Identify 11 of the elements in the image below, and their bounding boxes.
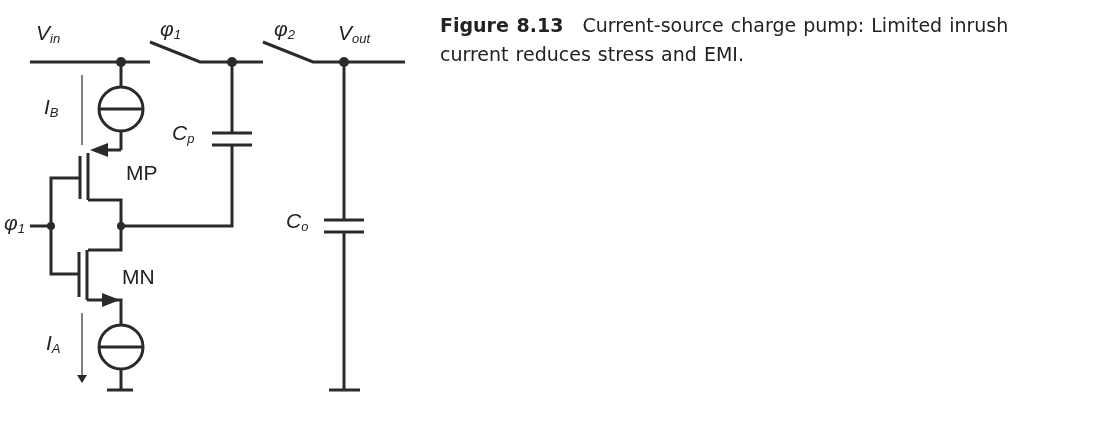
capacitor-label: C$_{o}$ — [286, 210, 309, 231]
figure-caption: Figure 8.13 Current-source charge pump: Limited inrush current reduces stress and EMI. — [440, 13, 1010, 67]
voltage-label: V$_{out}$ — [338, 22, 371, 43]
switch-phase-label: φ$_{2}$ — [274, 18, 295, 39]
current-label: I$_{B}$ — [44, 96, 59, 117]
transistor-label: MP — [126, 162, 158, 183]
current-label: I$_{A}$ — [46, 332, 61, 353]
input-phase-label: φ$_{1}$ — [4, 212, 25, 233]
switch-phase-label: φ$_{1}$ — [160, 18, 181, 39]
voltage-label: V$_{in}$ — [36, 22, 61, 43]
transistor-label: MN — [122, 266, 155, 287]
